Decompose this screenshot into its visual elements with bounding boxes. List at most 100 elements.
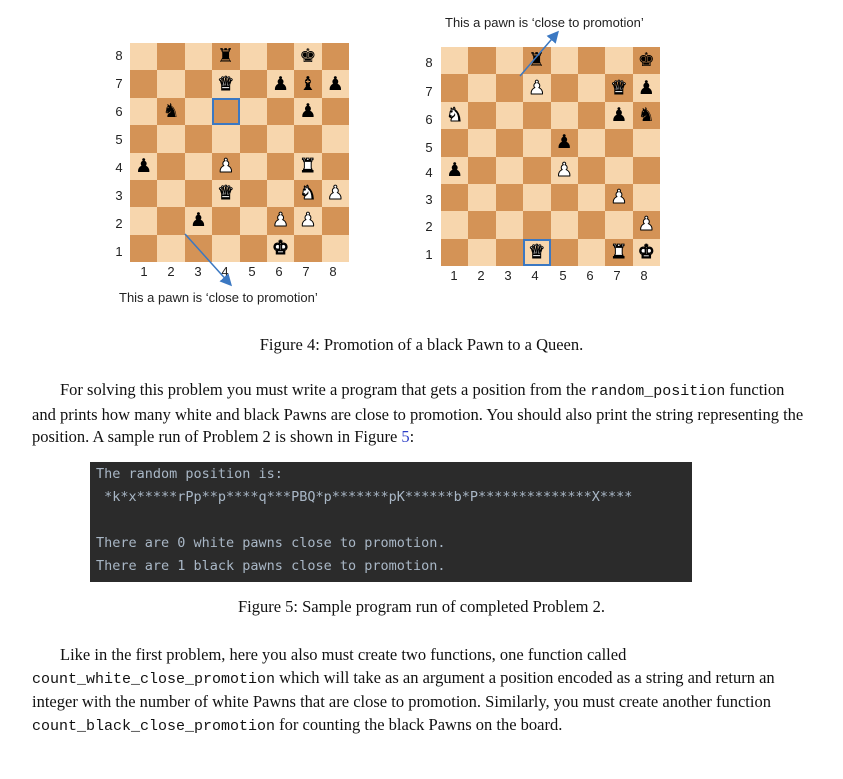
board-square <box>550 183 578 212</box>
black-king-icon: ♚ <box>299 45 317 68</box>
board-square <box>212 125 240 153</box>
board-square <box>550 74 578 102</box>
board-square <box>321 152 349 180</box>
white-queen-icon: ♛ <box>610 76 628 99</box>
board-square <box>632 156 660 184</box>
figure-ref-link[interactable]: 5 <box>401 427 410 446</box>
board-square: ♟ <box>294 97 322 126</box>
board-square <box>632 129 660 157</box>
rank-label: 7 <box>115 76 123 91</box>
board-square <box>495 101 524 130</box>
figure5-caption: Figure 5: Sample program run of complete… <box>237 597 606 616</box>
board-square <box>266 97 295 126</box>
board-square <box>266 43 295 71</box>
figure4-caption: Figure 4: Promotion of a black Pawn to a… <box>259 335 584 354</box>
board-square <box>239 179 267 208</box>
board-square <box>294 234 322 262</box>
board-square <box>577 74 606 102</box>
white-queen-icon: ♛ <box>528 240 546 263</box>
board-square <box>239 97 267 126</box>
file-label: 6 <box>586 268 594 283</box>
board-square <box>212 207 240 235</box>
board-square <box>468 74 496 102</box>
black-pawn-icon: ♟ <box>610 103 628 126</box>
file-label: 8 <box>640 268 648 283</box>
board-square <box>577 183 606 212</box>
board-square <box>212 234 240 262</box>
board-square: ♟ <box>212 152 240 180</box>
board-square: ♟ <box>523 74 551 102</box>
board-square <box>321 125 349 153</box>
para2-text-2: which will take as an argument a positio… <box>32 667 775 712</box>
file-label: 8 <box>329 264 337 279</box>
board-square <box>157 125 185 153</box>
code-count-white: count_white_close_promotion <box>32 670 276 688</box>
board-square <box>130 70 158 98</box>
board-square: ♟ <box>632 211 660 239</box>
left-annotation: This a pawn is ‘close to promotion’ <box>119 290 318 305</box>
white-queen-icon: ♛ <box>217 182 235 205</box>
console-output: The random position is: *k*x*****rPp**p*… <box>90 462 692 582</box>
white-queen-icon: ♛ <box>217 72 235 95</box>
board-square: ♛ <box>212 179 240 208</box>
board-square <box>577 238 606 266</box>
black-knight-icon: ♞ <box>637 103 655 126</box>
board-square: ♛ <box>212 70 240 98</box>
rank-label: 1 <box>425 247 433 262</box>
file-label: 4 <box>221 264 229 279</box>
board-square <box>550 101 578 130</box>
annotation-arrows <box>184 30 559 287</box>
white-pawn-icon: ♟ <box>299 209 317 232</box>
black-pawn-icon: ♟ <box>135 154 153 177</box>
board-square <box>157 234 185 262</box>
board-square: ♚ <box>632 238 660 266</box>
rank-label: 5 <box>115 132 123 147</box>
board-square <box>441 129 469 157</box>
para2-text-1: Like in the first problem, here you also… <box>60 645 627 664</box>
black-king-icon: ♚ <box>637 49 655 72</box>
black-pawn-icon: ♟ <box>555 131 573 154</box>
para1-text-2: function and prints how many white and b… <box>32 380 804 446</box>
board-square: ♚ <box>266 234 295 262</box>
chessboard-right: ♜♚♟♛♟♞♟♞♟♟♟♟♟♛♜♚ <box>441 47 660 266</box>
rank-label: 4 <box>115 160 123 175</box>
board-square <box>130 179 158 208</box>
board-square: ♜ <box>605 238 633 266</box>
board-square <box>605 47 633 75</box>
board-square: ♟ <box>184 207 213 235</box>
board-square <box>239 207 267 235</box>
white-rook-icon: ♜ <box>610 240 628 263</box>
file-label: 4 <box>531 268 539 283</box>
board-square <box>495 47 524 75</box>
board-square <box>130 125 158 153</box>
board-square: ♛ <box>605 74 633 102</box>
board-square <box>441 211 469 239</box>
black-pawn-icon: ♟ <box>637 76 655 99</box>
board-square: ♟ <box>130 152 158 180</box>
rank-label: 7 <box>425 84 433 99</box>
black-rook-icon: ♜ <box>217 45 235 68</box>
para1-text-1: For solving this problem you must write … <box>60 380 591 399</box>
board-square <box>468 183 496 212</box>
board-square <box>495 238 524 266</box>
code-random-position: random_position <box>590 383 726 400</box>
board-square <box>495 156 524 184</box>
file-label: 3 <box>504 268 512 283</box>
board-square <box>495 74 524 102</box>
rank-label: 8 <box>115 48 123 63</box>
board-square <box>523 101 551 130</box>
board-square <box>441 183 469 212</box>
file-label: 1 <box>140 264 148 279</box>
board-square <box>577 211 606 239</box>
board-square <box>212 97 240 126</box>
white-pawn-icon: ♟ <box>637 213 655 236</box>
board-square: ♟ <box>632 74 660 102</box>
board-square: ♟ <box>266 207 295 235</box>
para1-text-3: : <box>409 427 415 446</box>
board-square <box>130 234 158 262</box>
console-line: There are 1 black pawns close to promoti… <box>96 558 446 574</box>
board-square: ♟ <box>321 179 349 208</box>
board-square <box>550 47 578 75</box>
board-square <box>321 207 349 235</box>
board-square: ♟ <box>550 156 578 184</box>
